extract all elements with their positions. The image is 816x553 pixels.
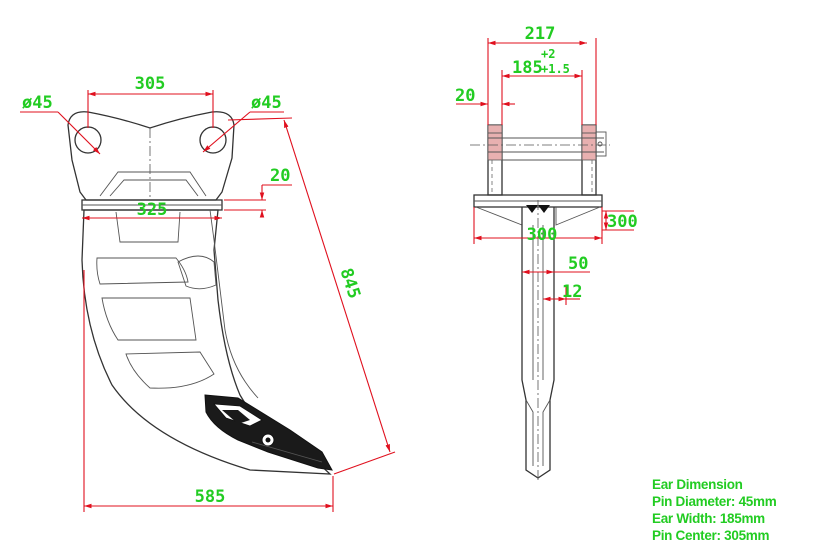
right-pin-hole — [199, 126, 227, 154]
shank-pocket-2 — [101, 297, 197, 341]
shank-outline — [81, 209, 332, 475]
dim-plate-width: 325 — [137, 200, 168, 220]
front-view: 217 185 +2 +1.5 20 300 300 50 12 — [455, 24, 638, 480]
side-view: 305 ø45 ø45 20 325 845 585 — [20, 74, 396, 512]
shank-pocket-1 — [96, 257, 189, 285]
dim-pin-dia-left: ø45 — [22, 93, 53, 113]
spec-ear-width: Ear Width: 185mm — [652, 511, 765, 526]
dim-ear-thickness: 20 — [455, 86, 475, 106]
dim-tip-width: 12 — [562, 282, 582, 302]
spec-title: Ear Dimension — [652, 477, 743, 492]
shank-pocket-3 — [125, 351, 215, 389]
left-pin-hole — [74, 126, 102, 154]
dim-plate-thickness: 20 — [270, 166, 290, 186]
dim-overall-width: 585 — [195, 487, 226, 507]
spec-pin-center: Pin Center: 305mm — [652, 528, 770, 543]
dim-ear-tol-upper: +2 — [541, 47, 555, 61]
spec-pin-diameter: Pin Diameter: 45mm — [652, 494, 777, 509]
ear-dimension-spec: Ear Dimension Pin Diameter: 45mm Ear Wid… — [652, 476, 777, 544]
ear-plate-outline — [67, 111, 235, 201]
dim-base-width: 300 — [527, 225, 558, 245]
dim-base-height: 300 — [607, 212, 638, 232]
dim-pin-dia-right: ø45 — [251, 93, 282, 113]
dim-ear-width: 185 — [512, 58, 543, 78]
dim-pin-center: 305 — [135, 74, 166, 94]
dim-shank-width: 50 — [568, 254, 588, 274]
dim-outer-width: 217 — [525, 24, 556, 44]
dim-ear-tol-lower: +1.5 — [541, 62, 570, 76]
